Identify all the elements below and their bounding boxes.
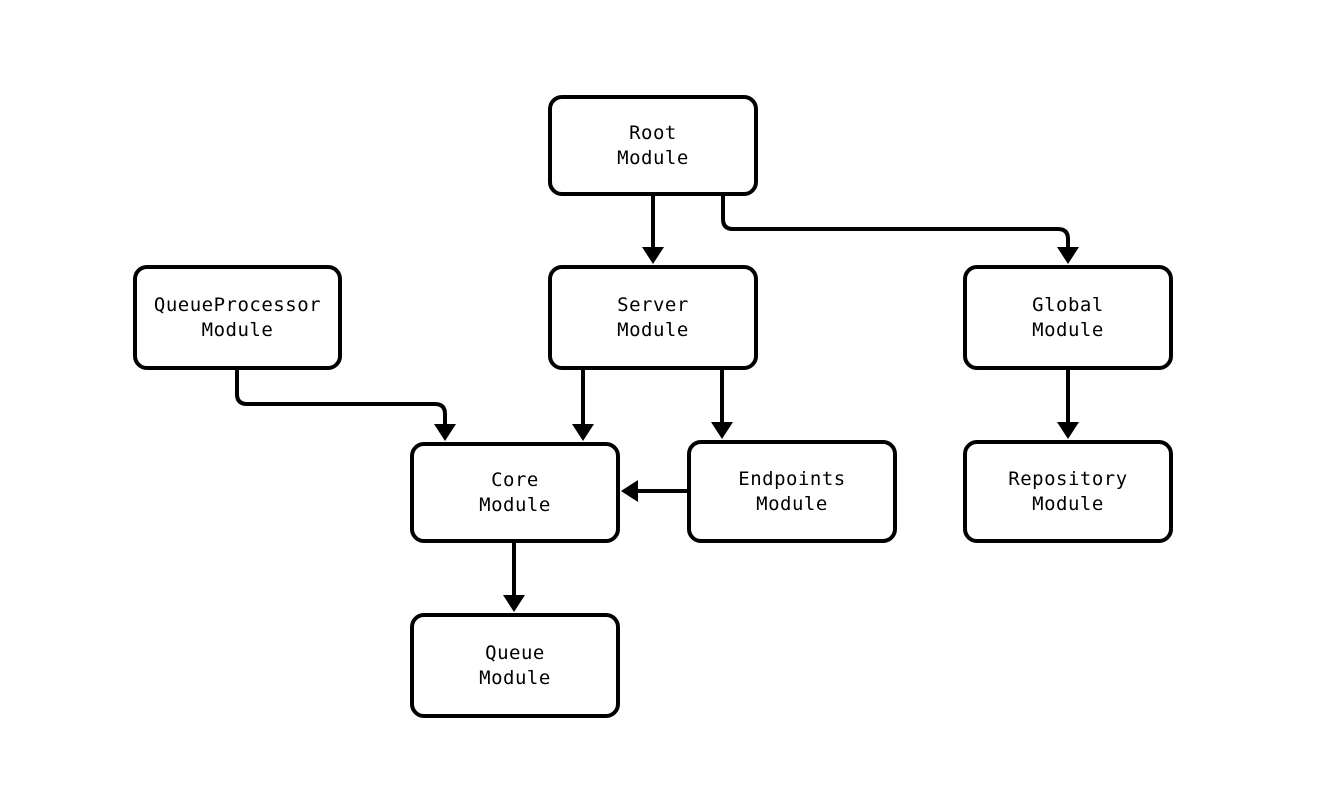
- edge-queueprocessor-to-core: [235, 370, 447, 429]
- node-label-secondary: Module: [756, 492, 828, 515]
- node-label-secondary: Module: [479, 666, 551, 689]
- node-label-primary: Repository: [1008, 467, 1128, 490]
- arrowhead-root-to-server: [642, 247, 664, 264]
- node-label-primary: Core: [491, 468, 539, 491]
- arrowhead-root-to-global: [1057, 247, 1079, 264]
- arrowhead-global-to-repository: [1057, 422, 1079, 439]
- node-label-secondary: Module: [617, 146, 689, 169]
- node-label-primary: Global: [1032, 293, 1104, 316]
- node-label-primary: Queue: [485, 641, 545, 664]
- arrowhead-server-to-core: [572, 424, 594, 441]
- arrowhead-core-to-queue: [503, 595, 525, 612]
- arrowhead-queueprocessor-to-core: [434, 424, 456, 441]
- node-label-secondary: Module: [617, 318, 689, 341]
- node-label-secondary: Module: [1032, 492, 1104, 515]
- node-label-primary: Root: [629, 121, 677, 144]
- node-label-secondary: Module: [1032, 318, 1104, 341]
- edge-root-to-global: [721, 196, 1070, 252]
- arrowhead-server-to-endpoints: [711, 422, 733, 439]
- node-label-primary: Endpoints: [738, 467, 846, 490]
- node-label-primary: QueueProcessor: [153, 293, 322, 316]
- node-label-secondary: Module: [201, 318, 274, 341]
- node-label-secondary: Module: [479, 493, 551, 516]
- node-label-primary: Server: [617, 293, 689, 316]
- arrowhead-endpoints-to-core: [621, 480, 638, 502]
